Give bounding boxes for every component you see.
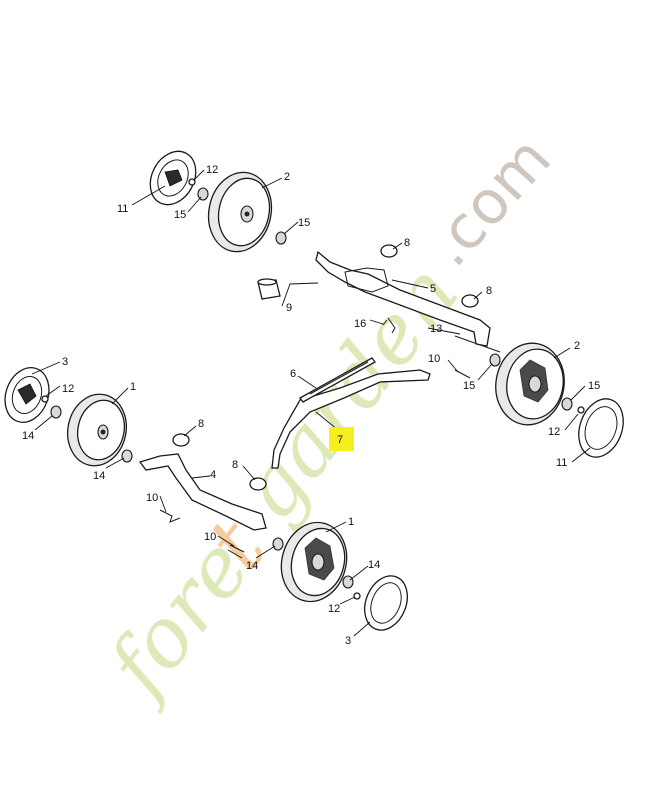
callout-12[interactable]: 12 (206, 164, 218, 176)
highlight-box-7 (329, 427, 354, 451)
height-lever-part-7 (271, 369, 431, 469)
callout-10[interactable]: 10 (428, 353, 440, 365)
wheel-rear-right (495, 342, 585, 426)
wheel-rear-left (207, 171, 287, 253)
callout-15[interactable]: 15 (298, 217, 310, 229)
callout-11[interactable]: 11 (117, 203, 128, 215)
callout-3[interactable]: 3 (62, 356, 68, 368)
callout-10[interactable]: 10 (204, 531, 216, 543)
callouts: 11 12 15 2 15 8 9 5 8 16 13 10 15 2 15 1… (22, 164, 600, 647)
callout-12[interactable]: 12 (548, 426, 560, 438)
front-axle-assembly (138, 433, 284, 559)
callout-13[interactable]: 13 (430, 323, 442, 335)
callout-8[interactable]: 8 (198, 418, 204, 430)
callout-14[interactable]: 14 (22, 430, 34, 442)
rod-part-6 (299, 357, 376, 403)
callout-5[interactable]: 5 (430, 283, 436, 295)
callout-2[interactable]: 2 (574, 340, 580, 352)
callout-1[interactable]: 1 (348, 516, 354, 528)
hubcap-rear-left (149, 150, 209, 206)
callout-9[interactable]: 9 (286, 302, 292, 314)
wheel-front-left (67, 393, 133, 467)
leader-lines (31, 169, 591, 637)
callout-2[interactable]: 2 (284, 171, 290, 183)
callout-14[interactable]: 14 (246, 560, 258, 572)
callout-4[interactable]: 4 (210, 469, 216, 481)
bushing-part-9 (257, 278, 281, 300)
rear-axle-assembly (315, 244, 501, 379)
callout-1[interactable]: 1 (130, 381, 136, 393)
callout-15[interactable]: 15 (588, 380, 600, 392)
callout-3[interactable]: 3 (345, 635, 351, 647)
hubcap-front-left (4, 367, 62, 423)
callout-12[interactable]: 12 (328, 603, 340, 615)
callout-8[interactable]: 8 (232, 459, 238, 471)
hubcap-front-right (364, 575, 408, 631)
callout-15[interactable]: 15 (174, 209, 186, 221)
hubcap-rear-right (578, 398, 624, 458)
callout-15[interactable]: 15 (463, 380, 475, 392)
callout-12[interactable]: 12 (62, 383, 74, 395)
callout-8[interactable]: 8 (486, 285, 492, 297)
watermark-text-4: .com (414, 124, 565, 280)
callout-11[interactable]: 11 (556, 457, 567, 469)
callout-14[interactable]: 14 (93, 470, 105, 482)
callout-7[interactable]: 7 (337, 434, 343, 446)
callout-8[interactable]: 8 (404, 237, 410, 249)
callout-16[interactable]: 16 (354, 318, 366, 330)
wheel-front-right (280, 521, 361, 603)
callout-14[interactable]: 14 (368, 559, 380, 571)
callout-6[interactable]: 6 (290, 368, 296, 380)
callout-10[interactable]: 10 (146, 492, 158, 504)
